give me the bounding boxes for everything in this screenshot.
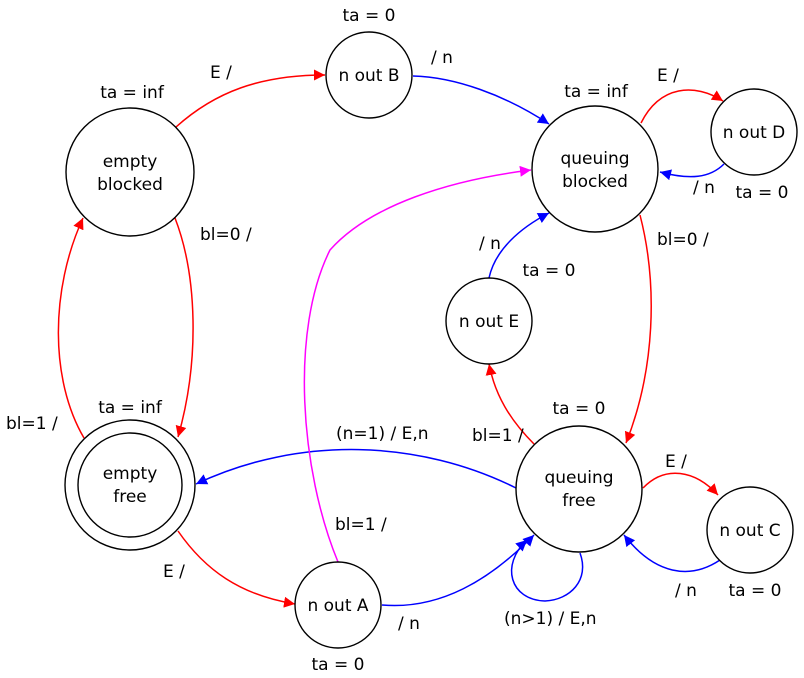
edge-queuing-free-to-empty-free[interactable]: (n=1) / E,n	[195, 424, 517, 489]
state-label-line-2: free	[562, 491, 596, 511]
state-n-out-b[interactable]: n out B ta = 0	[325, 6, 413, 119]
edge-empty-free-to-empty-blocked[interactable]: bl=1 /	[6, 217, 85, 439]
edge-label: E /	[163, 562, 185, 582]
state-label-line-2: blocked	[97, 175, 163, 195]
time-advance-label: ta = 0	[343, 6, 396, 26]
edge-label: bl=1 /	[472, 426, 524, 446]
edge-label: bl=1 /	[6, 414, 58, 434]
state-n-out-d[interactable]: n out D ta = 0	[710, 88, 798, 203]
state-label-line-1: queuing	[544, 468, 613, 488]
state-circle	[65, 107, 195, 237]
edge-label: / n	[431, 48, 453, 68]
state-label-line-2: free	[113, 487, 147, 507]
state-circle	[706, 486, 794, 574]
edge-empty-blocked-to-n-out-b[interactable]: E /	[175, 63, 326, 128]
edge-label: bl=0 /	[200, 225, 252, 245]
state-n-out-a[interactable]: n out A ta = 0	[294, 561, 382, 675]
state-inner-circle	[77, 432, 183, 538]
edge-label: E /	[210, 63, 232, 83]
state-circle	[445, 277, 533, 365]
edge-path	[640, 89, 724, 124]
state-circle	[515, 425, 643, 553]
edge-path	[510, 539, 584, 602]
state-label-line-1: queuing	[560, 149, 629, 169]
edges: E / / n E / / n bl=0 / bl=1 / bl=0 / /	[6, 48, 725, 634]
edge-n-out-b-to-queuing-blocked[interactable]: / n	[412, 48, 550, 125]
edge-label: E /	[657, 66, 679, 86]
edge-path	[57, 217, 85, 439]
edge-path	[177, 530, 296, 608]
edge-label: bl=0 /	[657, 230, 709, 250]
edge-path	[412, 75, 550, 125]
time-advance-label: ta = inf	[564, 82, 629, 102]
state-label: n out A	[307, 596, 368, 616]
edge-label: (n>1) / E,n	[504, 609, 597, 629]
edge-label: E /	[665, 452, 687, 472]
edge-label: bl=1 /	[335, 515, 387, 535]
edge-path	[174, 217, 194, 438]
edge-path	[303, 165, 532, 563]
state-circle	[325, 31, 413, 119]
time-advance-label: ta = 0	[523, 261, 576, 281]
state-queuing-blocked[interactable]: queuing blocked ta = inf	[531, 82, 659, 233]
time-advance-label: ta = 0	[553, 399, 606, 419]
edge-label: / n	[479, 234, 501, 254]
edge-path	[642, 472, 719, 496]
edge-label: (n=1) / E,n	[336, 424, 429, 444]
time-advance-label: ta = 0	[729, 581, 782, 601]
edge-queuing-blocked-to-queuing-free[interactable]: bl=0 /	[624, 214, 709, 444]
edge-n-out-e-to-queuing-blocked[interactable]: / n	[479, 212, 550, 279]
state-queuing-free[interactable]: queuing free ta = 0	[515, 399, 643, 553]
edge-queuing-free-to-n-out-e[interactable]: bl=1 /	[472, 363, 535, 446]
time-advance-label: ta = 0	[312, 655, 365, 675]
state-empty-free-initial[interactable]: empty free ta = inf	[64, 398, 196, 551]
edge-path	[175, 69, 326, 128]
state-label: n out E	[459, 312, 519, 332]
state-empty-blocked[interactable]: empty blocked ta = inf	[65, 83, 195, 237]
edge-path	[488, 212, 550, 279]
edge-queuing-free-self-loop[interactable]: (n>1) / E,n	[504, 539, 597, 629]
edge-path	[485, 363, 535, 445]
edge-path	[195, 448, 517, 489]
edge-queuing-blocked-to-n-out-d[interactable]: E /	[640, 66, 724, 124]
time-advance-label: ta = inf	[98, 398, 163, 418]
state-n-out-c[interactable]: n out C ta = 0	[706, 486, 794, 601]
edge-label: / n	[693, 178, 715, 198]
edge-path	[659, 163, 725, 181]
state-label-line-1: empty	[103, 152, 158, 172]
edge-label: / n	[398, 614, 420, 634]
edge-path	[624, 214, 652, 444]
edge-path	[623, 534, 721, 573]
edge-n-out-d-to-queuing-blocked[interactable]: / n	[659, 163, 725, 198]
state-n-out-e[interactable]: n out E ta = 0	[445, 261, 576, 365]
nodes: empty blocked ta = inf empty free ta = i…	[64, 6, 798, 675]
time-advance-label: ta = inf	[100, 83, 165, 103]
state-label-line-2: blocked	[562, 172, 628, 192]
edge-n-out-c-to-queuing-free[interactable]: / n	[623, 534, 721, 601]
edge-n-out-a-to-queuing-blocked[interactable]: bl=1 /	[303, 165, 532, 563]
state-label-line-1: empty	[103, 464, 158, 484]
state-circle	[531, 105, 659, 233]
edge-empty-free-to-n-out-a[interactable]: E /	[163, 530, 296, 608]
state-label: n out B	[338, 66, 399, 86]
edge-queuing-free-to-n-out-c[interactable]: E /	[642, 452, 719, 496]
state-circle	[710, 88, 798, 176]
state-label: n out D	[723, 123, 786, 143]
edge-empty-blocked-to-empty-free[interactable]: bl=0 /	[174, 217, 252, 438]
time-advance-label: ta = 0	[736, 183, 789, 203]
state-circle	[294, 561, 382, 649]
edge-label: / n	[675, 581, 697, 601]
state-label: n out C	[719, 521, 780, 541]
